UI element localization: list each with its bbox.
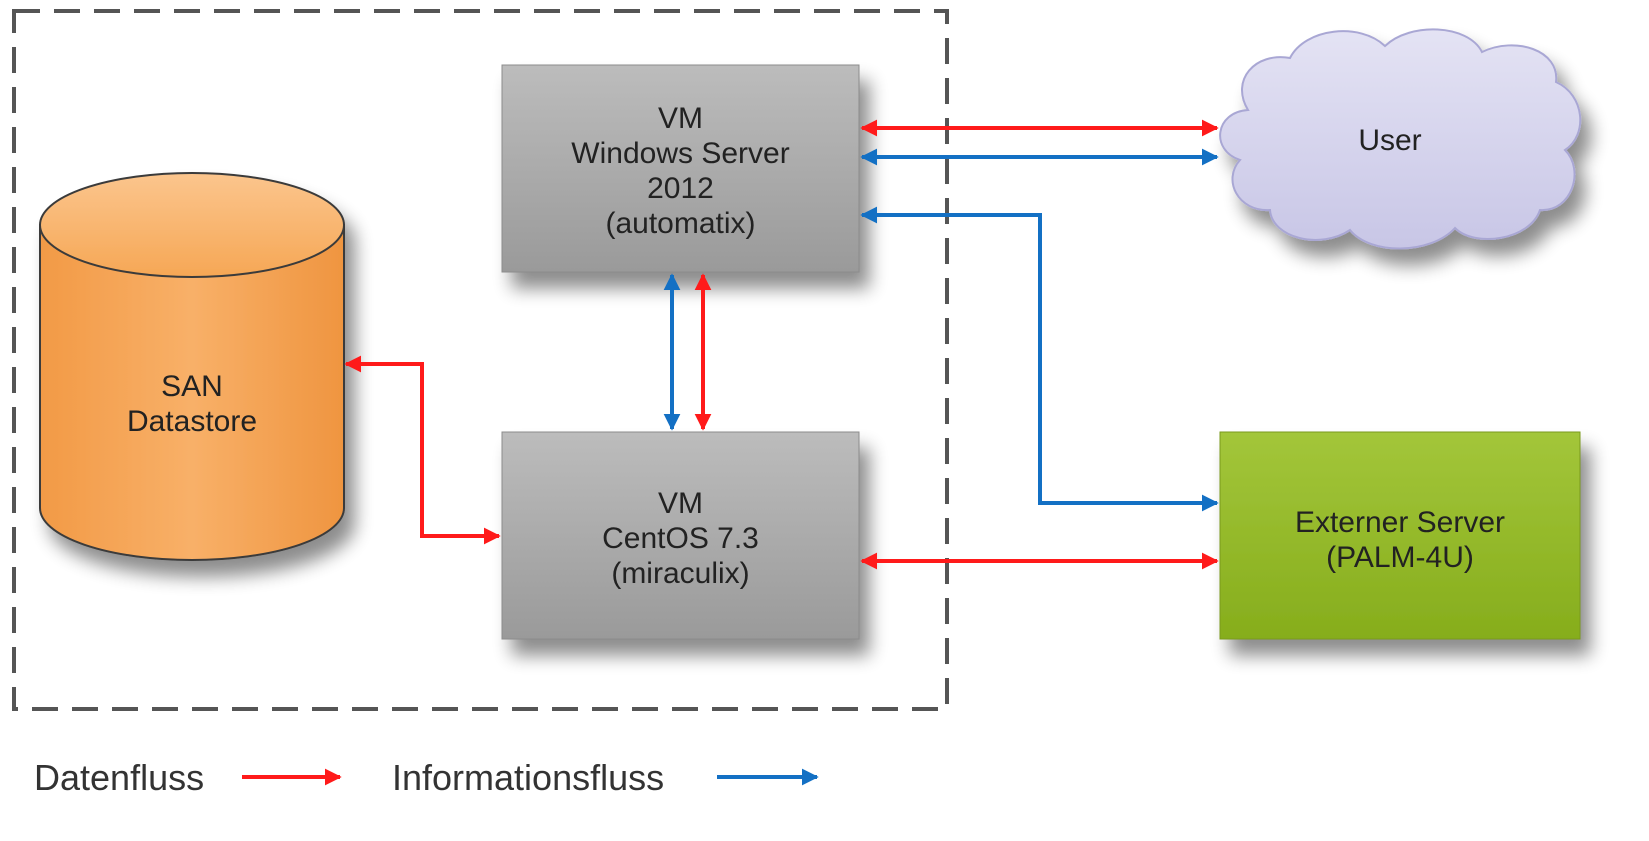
external-server-box — [1219, 431, 1581, 640]
vm-centos-line-2: CentOS 7.3 — [602, 522, 759, 555]
vm-windows-box — [501, 64, 860, 273]
san-line-1: SAN — [161, 370, 223, 403]
legend-data-flow-label: Datenfluss — [34, 757, 205, 798]
vm-windows-line-4: (automatix) — [605, 206, 756, 240]
san-label: SAN Datastore — [40, 359, 344, 449]
user-cloud-shape — [1219, 28, 1582, 250]
vm-windows-line-2: Windows Server — [571, 136, 790, 170]
san-datastore-cylinder — [39, 172, 345, 561]
vm-centos-line-1: VM — [658, 487, 703, 520]
san-line-2: Datastore — [126, 405, 258, 438]
external-line-1: Externer Server — [1294, 506, 1506, 539]
external-server-label: Externer Server (PALM-4U) — [1220, 495, 1580, 585]
vm-centos-label: VM CentOS 7.3 (miraculix) — [502, 471, 859, 606]
vm-centos-box — [501, 431, 860, 640]
vm-windows-label: VM Windows Server 2012 (automatix) — [502, 83, 859, 258]
vm-windows-line-3: 2012 — [647, 171, 714, 205]
external-line-2: (PALM-4U) — [1326, 541, 1474, 574]
user-label: User — [1300, 118, 1480, 163]
vm-centos-line-3: (miraculix) — [611, 557, 750, 590]
user-line-1: User — [1358, 124, 1422, 157]
edge-windows-external-info — [860, 206, 1219, 512]
vm-windows-line-1: VM — [658, 101, 703, 135]
edge-san-centos-data — [344, 355, 501, 545]
legend-info-flow-label: Informationsfluss — [392, 757, 665, 798]
